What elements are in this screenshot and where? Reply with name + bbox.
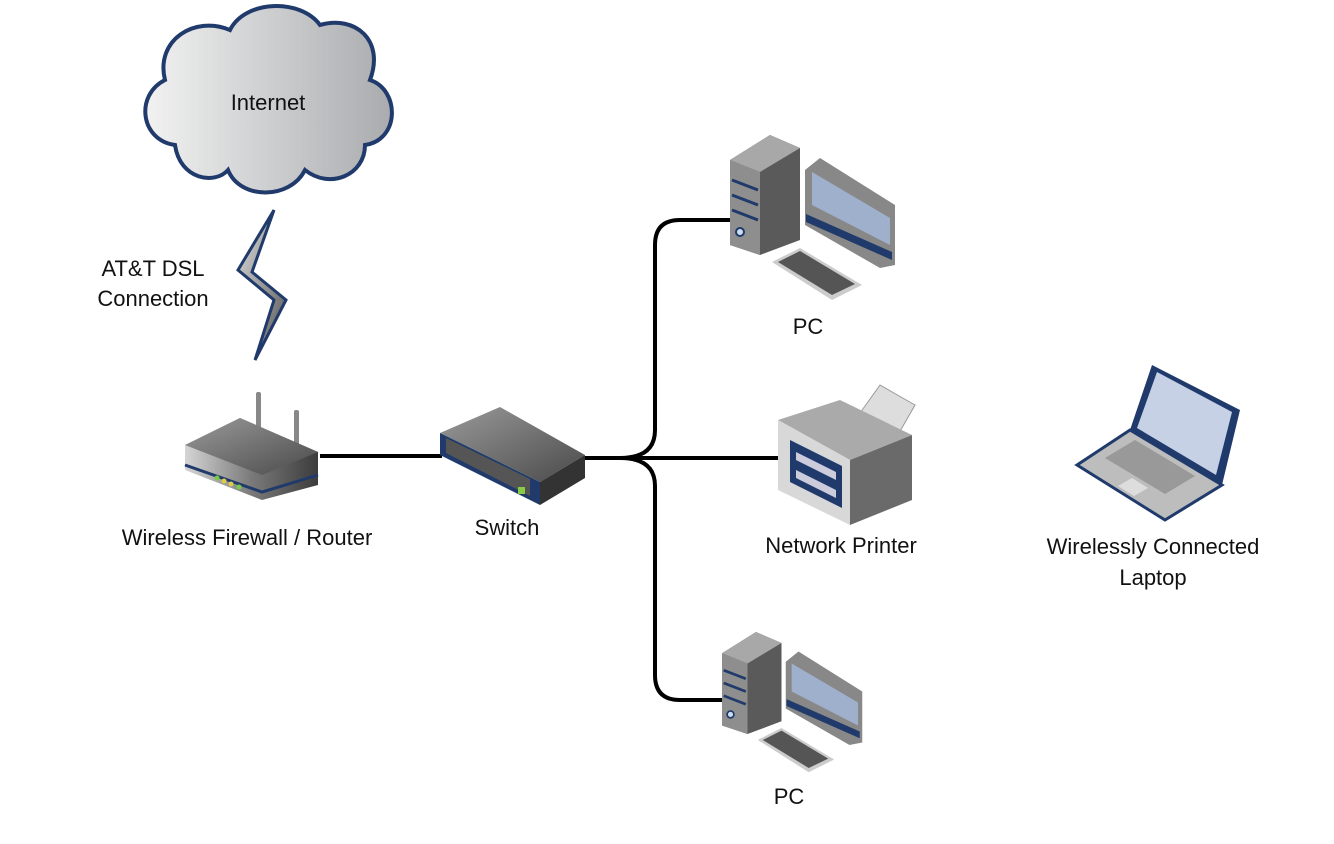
- network-switch-icon: [440, 407, 585, 505]
- printer-icon: [778, 384, 916, 525]
- switch-label: Switch: [475, 515, 540, 540]
- switch-node: Switch: [440, 407, 585, 540]
- lightning-bolt-icon: [236, 209, 288, 361]
- dsl-link: AT&T DSL Connection: [97, 209, 288, 361]
- internet-label: Internet: [231, 90, 306, 115]
- router-label: Wireless Firewall / Router: [122, 525, 373, 550]
- internet-node: Internet: [143, 4, 394, 195]
- connections: [320, 218, 778, 702]
- laptop-label-line2: Laptop: [1119, 565, 1186, 590]
- laptop-node: Wirelessly Connected Laptop: [1047, 365, 1260, 590]
- pc-top-node: PC: [730, 135, 895, 339]
- printer-node: Network Printer: [765, 384, 917, 558]
- laptop-label-line1: Wirelessly Connected: [1047, 534, 1260, 559]
- cloud-icon: [143, 4, 394, 195]
- printer-label: Network Printer: [765, 533, 917, 558]
- laptop-icon: [1074, 365, 1240, 522]
- switch-pc-top-cable: [619, 218, 732, 460]
- pc-bottom-node: PC: [722, 632, 863, 809]
- pc-top-label: PC: [793, 314, 824, 339]
- pc-bottom-label: PC: [774, 784, 805, 809]
- dsl-label-line1: AT&T DSL: [101, 256, 204, 281]
- router-node: Wireless Firewall / Router: [122, 392, 373, 550]
- switch-pc-bottom-cable: [619, 456, 724, 702]
- desktop-pc-icon: [722, 632, 863, 773]
- desktop-pc-icon: [730, 135, 895, 300]
- dsl-label-line2: Connection: [97, 286, 208, 311]
- wireless-router-icon: [184, 392, 319, 500]
